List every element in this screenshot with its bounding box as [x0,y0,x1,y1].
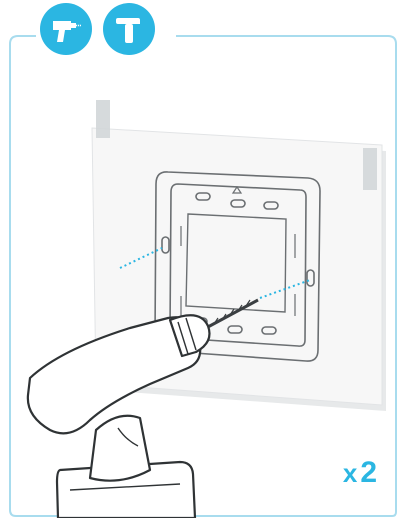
drill-guide-right [259,279,311,299]
hammer-badge [103,3,155,55]
tape-right [363,148,377,190]
drill-badge [40,3,92,55]
repeat-count: x2 [343,458,378,488]
repeat-count-prefix: x [342,458,359,488]
drill-bit [205,298,259,330]
hammer-icon [112,12,146,46]
repeat-count-value: 2 [360,456,378,489]
drill-icon [49,12,83,46]
tape-left [96,100,110,138]
power-drill [26,314,211,518]
step-frame [9,35,397,517]
